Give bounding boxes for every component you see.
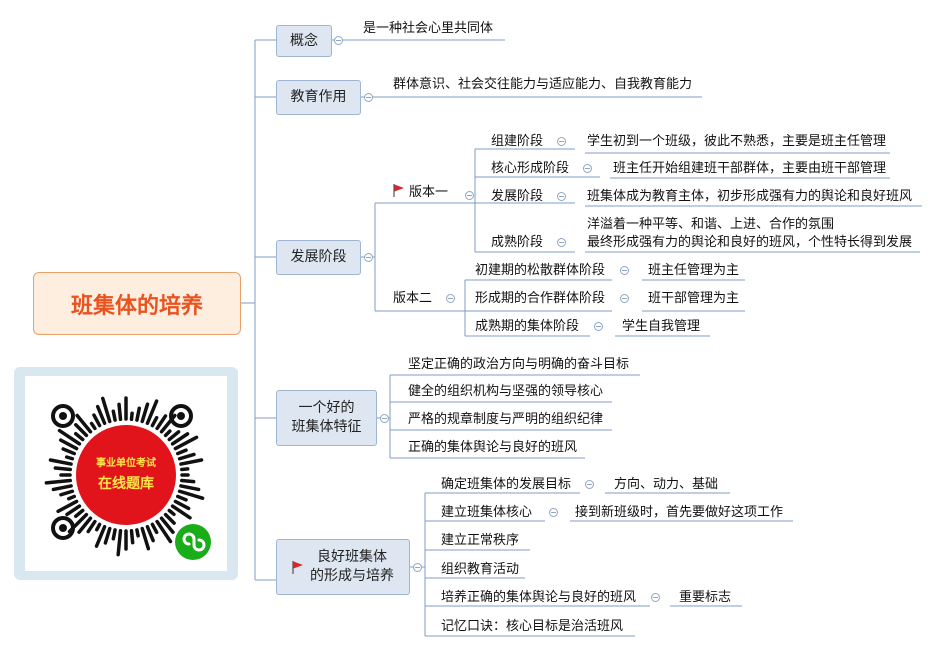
- topic-features-label-line2: 班集体特征: [291, 419, 362, 435]
- version1-node[interactable]: 版本一: [393, 184, 448, 201]
- collapse-toggle[interactable]: [364, 253, 373, 262]
- formation-item[interactable]: 记忆口诀：核心目标是治活班风: [441, 619, 624, 634]
- topic-development[interactable]: 发展阶段: [276, 240, 361, 275]
- collapse-toggle[interactable]: [583, 164, 592, 173]
- stage-desc: 班主任开始组建班干部群体，主要由班干部管理: [613, 161, 887, 176]
- topic-formation-labels: 良好班集体 的形成与培养: [310, 548, 394, 586]
- formation-item[interactable]: 建立班集体核心: [441, 505, 533, 520]
- feature-item: 健全的组织机构与坚强的领导核心: [408, 384, 604, 399]
- formation-item[interactable]: 组织教育活动: [441, 562, 520, 577]
- feature-item: 严格的规章制度与严明的组织纪律: [408, 412, 604, 427]
- qr-line2: 在线题库: [98, 476, 154, 492]
- stage-desc: 班主任管理为主: [648, 263, 740, 278]
- formation-item[interactable]: 确定班集体的发展目标: [441, 477, 572, 492]
- stage-desc-line1: 洋溢着一种平等、和谐、上进、合作的氛围: [587, 217, 835, 232]
- topic-features[interactable]: 一个好的 班集体特征: [276, 390, 377, 446]
- stage-node[interactable]: 成熟期的集体阶段: [475, 319, 580, 334]
- red-flag-icon: [292, 560, 303, 574]
- formation-item[interactable]: 建立正常秩序: [441, 533, 520, 548]
- version2-node[interactable]: 版本二: [393, 291, 432, 307]
- collapse-toggle[interactable]: [549, 508, 558, 517]
- concept-text: 是一种社会心里共同体: [363, 21, 494, 36]
- topic-development-label: 发展阶段: [290, 249, 347, 265]
- collapse-toggle[interactable]: [585, 480, 594, 489]
- feature-item: 正确的集体舆论与良好的班风: [408, 440, 578, 455]
- collapse-toggle[interactable]: [620, 266, 629, 275]
- formation-desc: 接到新班级时，首先要做好这项工作: [575, 505, 784, 520]
- education-text: 群体意识、社会交往能力与适应能力、自我教育能力: [393, 77, 693, 92]
- version1-label: 版本一: [409, 185, 449, 200]
- qr-line1: 事业单位考试: [96, 458, 156, 469]
- collapse-toggle[interactable]: [557, 238, 566, 247]
- stage-node[interactable]: 组建阶段: [491, 134, 544, 149]
- qr-code-graphic: [44, 396, 205, 557]
- stage-desc-line2: 最终形成强有力的舆论和良好的班风，个性特长得到发展: [587, 235, 913, 250]
- topic-concept[interactable]: 概念: [276, 25, 332, 57]
- version2-label: 版本二: [393, 291, 433, 306]
- collapse-toggle[interactable]: [557, 192, 566, 201]
- qr-code-card[interactable]: 事业单位考试 在线题库: [14, 367, 238, 580]
- formation-desc: 方向、动力、基础: [614, 477, 719, 492]
- qr-code-image: 事业单位考试 在线题库: [25, 376, 227, 571]
- root-title: 班集体的培养: [70, 293, 203, 319]
- topic-features-label-line1: 一个好的: [298, 400, 355, 416]
- topic-formation[interactable]: 良好班集体 的形成与培养: [276, 539, 410, 595]
- collapse-toggle[interactable]: [557, 137, 566, 146]
- stage-node[interactable]: 发展阶段: [491, 189, 544, 204]
- stage-node[interactable]: 核心形成阶段: [491, 161, 570, 176]
- collapse-toggle[interactable]: [465, 191, 474, 200]
- topic-concept-label: 概念: [290, 32, 318, 49]
- stage-desc: 班集体成为教育主体，初步形成强有力的舆论和良好班风: [587, 189, 913, 204]
- stage-node[interactable]: 初建期的松散群体阶段: [475, 263, 606, 278]
- collapse-toggle[interactable]: [446, 294, 455, 303]
- stage-desc: 学生初到一个班级，彼此不熟悉，主要是班主任管理: [587, 134, 887, 149]
- topic-education[interactable]: 教育作用: [276, 80, 361, 115]
- collapse-toggle[interactable]: [413, 563, 422, 572]
- collapse-toggle[interactable]: [380, 414, 389, 423]
- collapse-toggle[interactable]: [334, 36, 343, 45]
- topic-formation-label-line1: 良好班集体: [317, 549, 387, 565]
- topic-formation-label-line2: 的形成与培养: [310, 568, 394, 584]
- red-flag-icon: [393, 184, 404, 197]
- collapse-toggle[interactable]: [594, 322, 603, 331]
- stage-node[interactable]: 形成期的合作群体阶段: [475, 291, 606, 306]
- stage-node[interactable]: 成熟阶段: [491, 235, 544, 250]
- root-topic[interactable]: 班集体的培养: [33, 272, 241, 335]
- mini-program-icon: [175, 524, 211, 560]
- collapse-toggle[interactable]: [651, 593, 660, 602]
- qr-center-disc: [76, 425, 176, 525]
- topic-education-label: 教育作用: [290, 89, 347, 105]
- collapse-toggle[interactable]: [620, 294, 629, 303]
- formation-desc: 重要标志: [679, 590, 732, 605]
- stage-desc: 学生自我管理: [622, 319, 701, 334]
- formation-item[interactable]: 培养正确的集体舆论与良好的班风: [441, 590, 637, 605]
- feature-item: 坚定正确的政治方向与明确的奋斗目标: [408, 357, 630, 372]
- collapse-toggle[interactable]: [364, 93, 373, 102]
- stage-desc: 班干部管理为主: [648, 291, 740, 306]
